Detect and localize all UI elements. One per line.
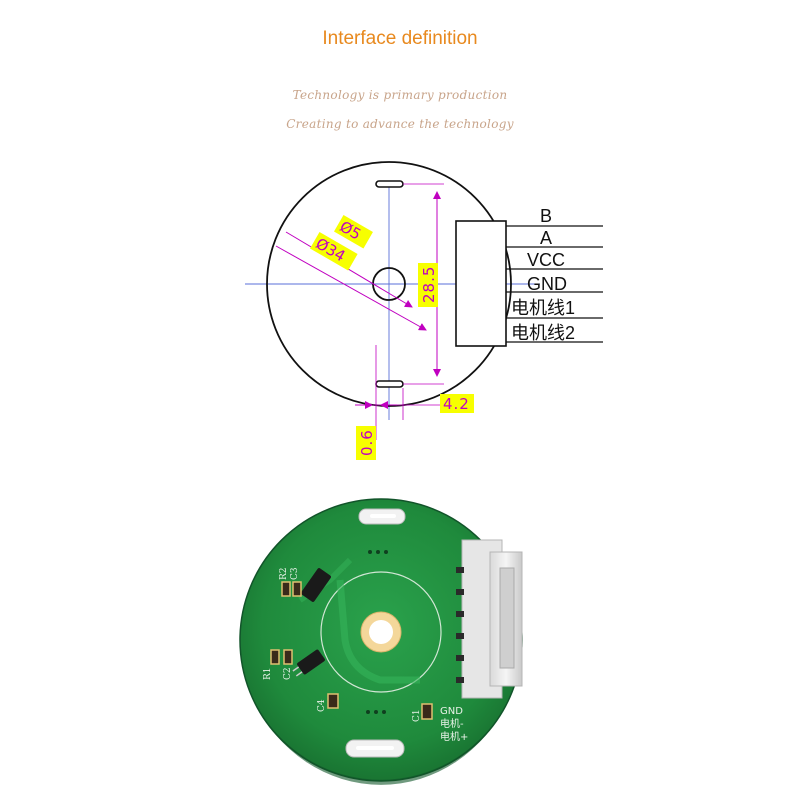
svg-text:4.2: 4.2	[443, 395, 470, 413]
label-gnd: GND	[440, 706, 463, 717]
label-c1: C1	[412, 709, 422, 722]
height-dim: 28.5	[418, 263, 438, 307]
smd-components	[270, 581, 433, 720]
svg-text:0.6: 0.6	[358, 429, 376, 456]
wire-lines	[506, 225, 603, 343]
slot-length-dim: 4.2	[440, 394, 474, 413]
hall-sensor-top	[301, 568, 331, 602]
pin-label-a: A	[540, 228, 552, 248]
page-title: Interface definition	[322, 28, 478, 49]
outer-circle	[266, 161, 512, 407]
tagline-2: Creating to advance the technology	[286, 117, 514, 131]
label-c4: C4	[317, 699, 327, 712]
connector-housing	[455, 220, 507, 347]
label-c2: C2	[283, 667, 293, 680]
pin-label-motor-1: 电机线1	[511, 298, 575, 318]
technical-drawing: B A VCC GND 电机线1 电机线2 Ø5 Ø34 28.5	[245, 161, 603, 460]
hole-diameter-leader	[285, 231, 413, 308]
pin-label-motor-2: 电机线2	[511, 323, 575, 343]
label-r2: R2	[279, 567, 289, 580]
pin-labels: B A VCC GND 电机线1 电机线2	[511, 206, 575, 343]
label-motor-plus: 电机+	[440, 730, 468, 743]
pin-label-vcc: VCC	[527, 250, 565, 270]
pcb-center-hole	[369, 620, 393, 644]
pcb-connector	[456, 539, 523, 699]
silkscreen-ring	[320, 571, 442, 693]
tagline-1: Technology is primary production	[292, 88, 508, 102]
hall-sensor-middle	[292, 649, 325, 677]
svg-text:28.5: 28.5	[420, 266, 438, 303]
top-slot	[375, 180, 404, 188]
vias	[366, 550, 388, 714]
bottom-slot	[375, 380, 404, 388]
label-motor-minus: 电机-	[440, 717, 464, 730]
label-r1: R1	[263, 667, 273, 680]
label-c3: C3	[290, 567, 300, 580]
pin-label-b: B	[540, 206, 552, 226]
hole-diameter-dim: Ø5	[334, 215, 373, 249]
outer-diameter-leader	[275, 245, 427, 331]
pcb-photo: R2 C3 R1 C2 C4 C1 GND 电机- 电机+	[239, 498, 523, 785]
slot-width-dim: 0.6	[356, 426, 376, 460]
pin-label-gnd: GND	[527, 274, 567, 294]
